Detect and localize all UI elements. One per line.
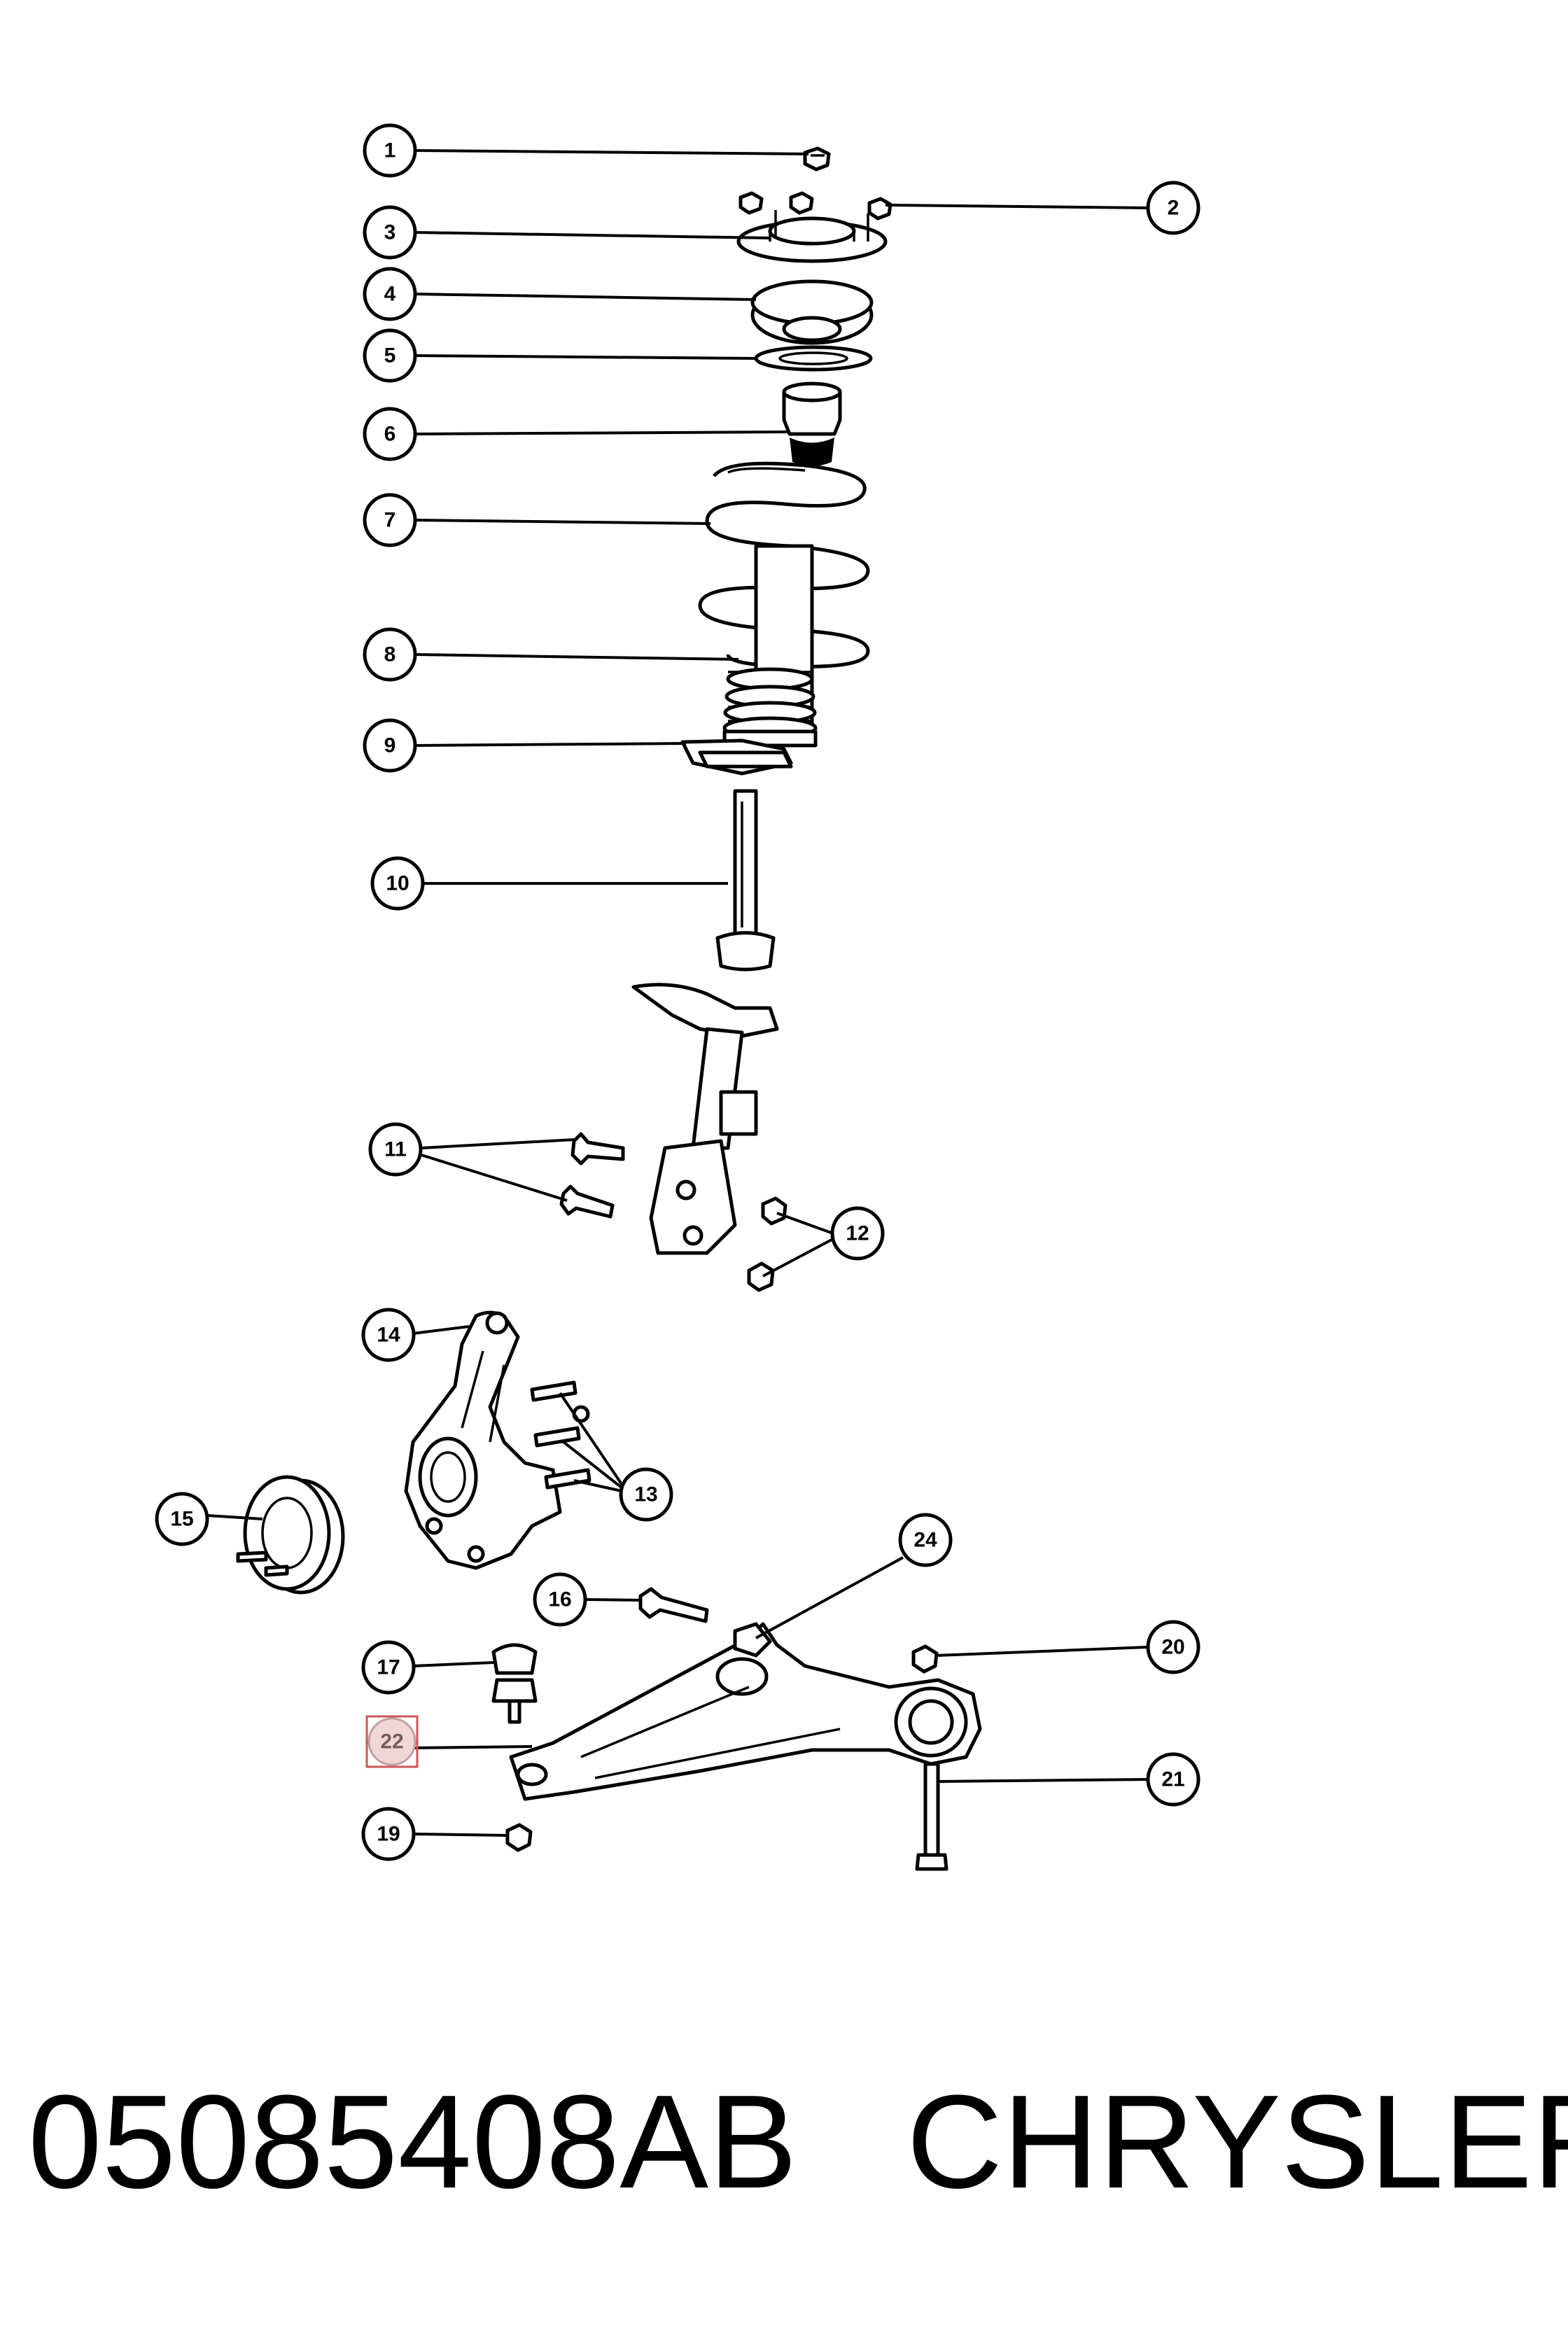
callout-7: 7	[363, 493, 417, 547]
part-13-bolts	[530, 1380, 592, 1490]
part-8-dust-boot	[722, 544, 818, 748]
svg-text:4: 4	[384, 283, 396, 306]
svg-text:14: 14	[377, 1324, 400, 1347]
part-5-isolator	[754, 345, 873, 372]
callout-5: 5	[363, 328, 417, 383]
svg-text:3: 3	[384, 221, 396, 244]
part-3-upper-mount	[736, 210, 888, 263]
part-7-coil-spring	[698, 461, 870, 668]
part-number: 05085408AB	[28, 2068, 797, 2216]
callout-17: 17	[361, 1640, 416, 1695]
svg-text:19: 19	[377, 1823, 400, 1846]
svg-text:24: 24	[913, 1529, 937, 1552]
svg-text:21: 21	[1161, 1768, 1184, 1791]
svg-text:15: 15	[170, 1508, 193, 1531]
callout-6: 6	[363, 407, 417, 461]
callout-20: 20	[1146, 1620, 1200, 1674]
svg-text:22: 22	[380, 1730, 403, 1754]
callout-10: 10	[370, 856, 425, 911]
caption: 05085408AB CHRYSLER	[0, 2072, 1568, 2212]
part-16-bolt	[638, 1587, 709, 1623]
part-9-lower-isolator	[680, 738, 793, 776]
svg-text:10: 10	[386, 872, 409, 895]
brand-name: CHRYSLER	[906, 2068, 1568, 2216]
svg-text:5: 5	[384, 344, 396, 368]
part-10-strut	[631, 789, 779, 1255]
callout-24: 24	[898, 1513, 953, 1567]
callout-21: 21	[1146, 1752, 1200, 1807]
part-11-bolts	[559, 1132, 625, 1219]
callout-19: 19	[361, 1807, 416, 1861]
part-15-hub-bearing	[236, 1475, 345, 1595]
svg-text:11: 11	[384, 1138, 407, 1161]
leader-lines	[207, 149, 1149, 1837]
svg-text:13: 13	[634, 1483, 657, 1506]
part-2-nuts	[738, 191, 892, 220]
part-12-nuts	[747, 1196, 788, 1292]
svg-text:20: 20	[1161, 1636, 1184, 1659]
callout-13: 13	[619, 1467, 673, 1522]
callout-14: 14	[361, 1308, 416, 1362]
callout-1: 1	[363, 123, 417, 178]
svg-text:6: 6	[384, 423, 396, 446]
svg-text:7: 7	[384, 509, 396, 532]
part-1-nut	[803, 146, 831, 172]
part-24-bushing	[733, 1622, 772, 1658]
callout-8: 8	[363, 627, 417, 682]
callout-15: 15	[155, 1492, 209, 1546]
svg-text:2: 2	[1168, 197, 1180, 220]
svg-text:1: 1	[384, 139, 396, 162]
callout-12: 12	[830, 1206, 885, 1261]
svg-text:12: 12	[846, 1222, 869, 1245]
callout-22[interactable]: 22	[365, 1715, 419, 1768]
callout-9: 9	[363, 718, 417, 773]
part-21-bolt	[915, 1762, 948, 1871]
part-14-knuckle	[404, 1310, 562, 1570]
part-4-bearing	[750, 279, 874, 345]
svg-text:16: 16	[548, 1588, 571, 1611]
svg-text:9: 9	[384, 734, 396, 757]
svg-text:17: 17	[377, 1656, 400, 1679]
part-20-nut	[911, 1644, 939, 1674]
svg-text:8: 8	[384, 643, 396, 666]
callout-16: 16	[533, 1572, 587, 1627]
callout-4: 4	[363, 267, 417, 321]
part-6-jounce-bumper	[782, 382, 842, 466]
callout-11: 11	[368, 1122, 423, 1177]
part-19-nut	[505, 1823, 533, 1852]
callout-3: 3	[363, 205, 417, 260]
callout-2: 2	[1146, 181, 1200, 235]
part-17-ball-joint	[491, 1643, 538, 1724]
part-22-lower-control-arm	[509, 1622, 982, 1801]
